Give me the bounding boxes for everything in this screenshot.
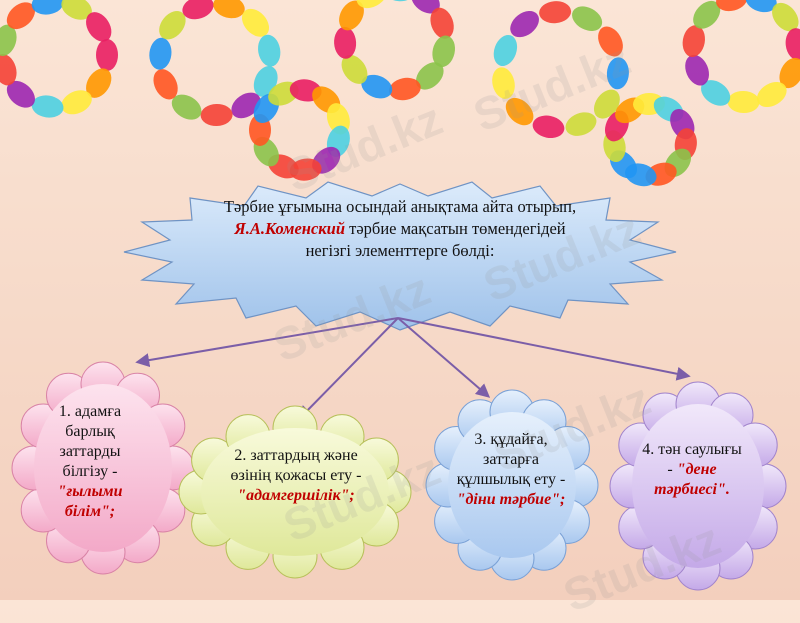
flower-petal [756, 81, 787, 108]
item-2-text: 2. заттардың және өзінің қожасы ету - "а… [222, 446, 370, 506]
flower-petal [171, 94, 202, 120]
flower-petal [606, 57, 629, 90]
definition-text: Тәрбие ұғымына осындай анықтама айта оты… [215, 196, 585, 262]
flower-petal [693, 0, 721, 29]
flower-petal [31, 95, 64, 118]
flower-petal [492, 67, 515, 99]
flower-petal [200, 103, 233, 127]
flower-petal [0, 54, 17, 86]
flower-petal [625, 163, 657, 187]
flower-petal [701, 80, 731, 106]
flower-petal [532, 115, 565, 139]
flower-petal [231, 92, 261, 119]
flower-petal [86, 68, 112, 98]
flower-petal [685, 54, 709, 86]
flower-petal [149, 37, 172, 70]
arrow-to-item-3 [397, 317, 491, 398]
flower-petal [61, 90, 92, 115]
flower-petal [6, 2, 35, 30]
flower-petal [0, 24, 17, 56]
item-3-emphasis: "діни тәрбие"; [456, 491, 566, 508]
flower-petal [96, 39, 118, 71]
flower-petal [772, 2, 799, 32]
item-4-text: 4. тән саулығы - "дене тәрбиесі". [640, 440, 744, 500]
flower-petal [745, 0, 777, 13]
flower-petal [356, 0, 387, 9]
flower-petal [31, 0, 64, 15]
arrow-to-item-4 [397, 317, 691, 381]
flower-petal [572, 6, 603, 31]
flower-petal [6, 80, 35, 108]
flower-petal [539, 1, 572, 24]
flower-petal [416, 62, 444, 90]
item-1-text: 1. адамға барлық заттарды білгізу - "ғыл… [40, 402, 140, 522]
flower-petal [153, 69, 178, 100]
flower-petal [334, 26, 357, 59]
flower-petal [779, 57, 800, 89]
author-name: Я.А.Коменский [234, 219, 346, 238]
flower-petal [565, 112, 597, 136]
flower-petal [716, 0, 748, 12]
flower-petal [182, 0, 214, 20]
flower-petal [430, 7, 454, 39]
flower-petal [505, 97, 534, 126]
flower-petal [241, 8, 270, 37]
clouds [11, 361, 787, 591]
item-2-emphasis: "адамгершілік"; [237, 487, 355, 504]
flower-garland [0, 0, 800, 187]
item-3-label: 3. құдайға, заттарға құлшылық ету - [456, 431, 566, 488]
flower-petal [361, 74, 393, 99]
starburst-shape [123, 181, 677, 331]
flower-petal [339, 0, 364, 31]
flower-petal [389, 77, 421, 101]
flower-petal [86, 12, 112, 42]
item-2-label: 2. заттардың және өзінің қожасы ету - [230, 447, 362, 484]
flower-petal [341, 54, 368, 84]
item-4-cloud [609, 381, 787, 591]
flower-petal [727, 90, 760, 114]
item-4-emphasis: "дене тәрбиесі". [654, 461, 730, 498]
definition-after: тәрбие мақсатын төмендегідей негізгі эле… [305, 219, 566, 260]
flower-petal [598, 26, 623, 57]
item-3-text: 3. құдайға, заттарға құлшылық ету - "дін… [455, 430, 567, 510]
flower-petal [411, 0, 440, 14]
arrow-to-item-1 [135, 317, 399, 368]
item-1-label: 1. адамға барлық заттарды білгізу - [58, 403, 122, 480]
connector-arrows [135, 317, 691, 420]
flower-petal [383, 0, 416, 2]
flower-petal [213, 0, 245, 19]
flower-petal [682, 25, 705, 57]
flower-petal [432, 35, 456, 68]
flower-petal [258, 34, 281, 67]
item-4-label: 4. тән саулығы - [642, 441, 742, 478]
item-1-emphasis: "ғылыми білім"; [57, 483, 123, 520]
decoration-layer [0, 0, 800, 591]
flower-petal [61, 0, 92, 20]
arrow-to-item-2 [298, 317, 399, 420]
definition-before: Тәрбие ұғымына осындай анықтама айта оты… [223, 197, 577, 216]
flower-petal [159, 10, 186, 40]
item-2-cloud [178, 405, 412, 579]
item-3-cloud [425, 389, 599, 581]
item-1-cloud [11, 361, 195, 575]
flower-petal [289, 158, 322, 181]
flower-petal [510, 11, 539, 38]
flower-petal [593, 89, 620, 119]
flower-petal [493, 34, 518, 67]
flower-petal [785, 28, 800, 61]
